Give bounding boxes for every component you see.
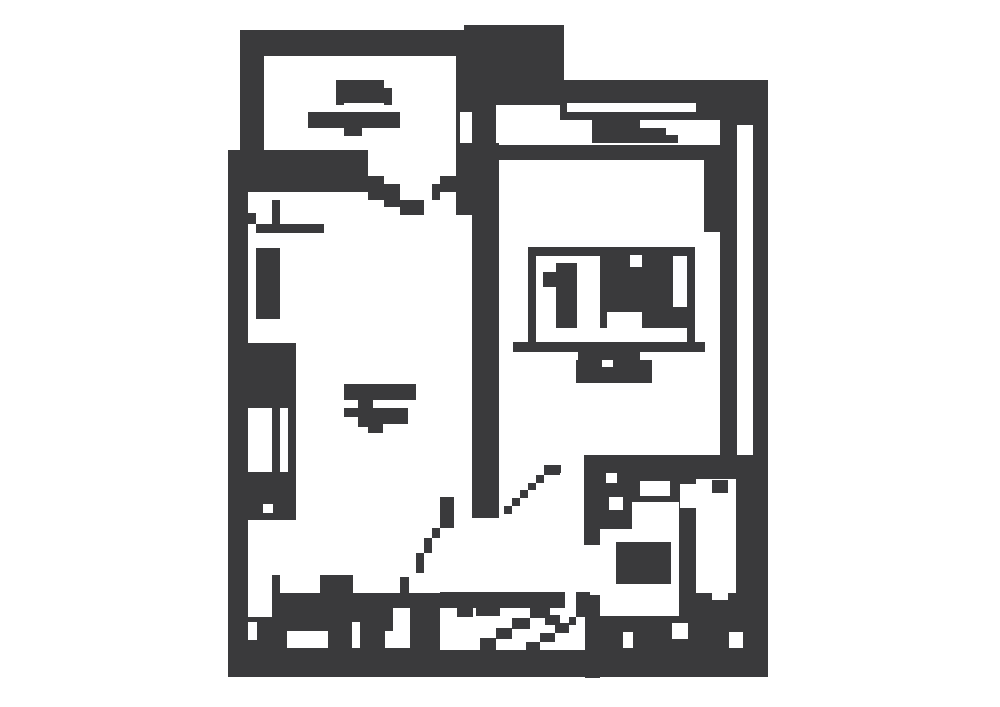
table-icon — [344, 384, 416, 433]
walls-layer — [228, 25, 768, 677]
white-cutouts-layer — [248, 103, 753, 648]
balcony-door-icon — [368, 176, 456, 215]
window-panes-layer — [248, 200, 324, 650]
toilet-bathtub-icons — [616, 480, 728, 584]
sink-icon — [308, 80, 400, 136]
tv-icon — [513, 247, 705, 383]
